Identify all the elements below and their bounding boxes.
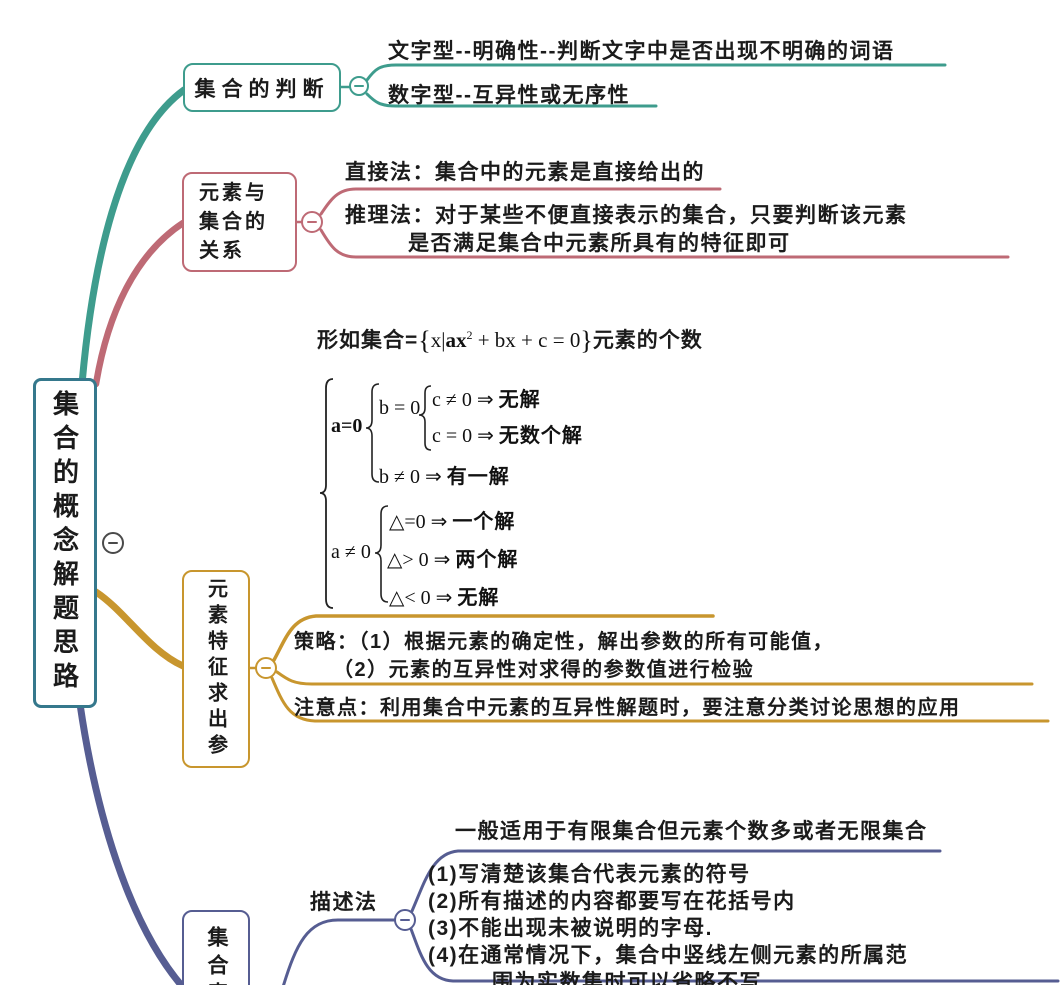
leaf-underline-note — [270, 676, 1050, 723]
minus-icon — [400, 918, 410, 922]
formula-title: 形如集合={x|ax2 + bx + c = 0}元素的个数 — [317, 326, 703, 355]
node-set-judgment[interactable]: 集合的判断 — [183, 63, 341, 112]
formula-row-c-ne: c ≠ 0 ⇒ 无解 — [432, 389, 541, 411]
minus-icon — [108, 541, 118, 545]
formula-case-b0: b = 0 — [379, 397, 421, 419]
formula-row-b-ne: b ≠ 0 ⇒ 有一解 — [379, 466, 510, 488]
node-element-set-relation[interactable]: 元素与 集合的 关系 — [182, 172, 297, 272]
formula-row-d0: △=0 ⇒ 一个解 — [389, 511, 516, 533]
leaf-underline-description-scope — [410, 849, 942, 913]
leaf-number-type[interactable]: 数字型--互异性或无序性 — [388, 84, 630, 107]
leaf-underline-formula — [272, 614, 715, 662]
leaf-underline-inference-method — [319, 228, 1010, 259]
node-element-feature-param-label: 元素特征求出参 — [204, 578, 227, 760]
minus-icon — [354, 84, 364, 88]
branch-curve-set-representation — [76, 700, 186, 985]
collapse-toggle-feature-param[interactable] — [255, 657, 277, 679]
minus-icon — [261, 666, 271, 670]
collapse-toggle-element-relation[interactable] — [301, 211, 323, 233]
leaf-description-rule-1[interactable]: (1)写清楚该集合代表元素的符号 — [428, 863, 751, 886]
leaf-inference-method-line1[interactable]: 推理法：对于某些不便直接表示的集合，只要判断该元素 — [345, 204, 908, 227]
leaf-text-type[interactable]: 文字型--明确性--判断文字中是否出现不明确的词语 — [388, 40, 895, 63]
leaf-description-scope[interactable]: 一般适用于有限集合但元素个数多或者无限集合 — [455, 820, 928, 843]
node-description-method[interactable]: 描述法 — [310, 891, 378, 914]
node-element-set-relation-label: 元素与 集合的 关系 — [199, 181, 268, 262]
node-set-representation-label: 集合表 — [205, 926, 228, 985]
leaf-underline-number-type — [365, 92, 658, 108]
formula-case-a-ne: a ≠ 0 — [331, 541, 371, 563]
root-node[interactable]: 集合的概念解题思路 — [33, 378, 97, 708]
leaf-inference-method-line2[interactable]: 是否满足集合中元素所具有的特征即可 — [408, 232, 791, 255]
leaf-underline-description-rules — [409, 927, 1060, 983]
formula-row-d-neg: △< 0 ⇒ 无解 — [389, 587, 500, 609]
leaf-strategy-line1[interactable]: 策略：（1）根据元素的确定性，解出参数的所有可能值， — [294, 631, 835, 653]
leaf-description-rule-2[interactable]: (2)所有描述的内容都要写在花括号内 — [428, 890, 796, 913]
brace-outer — [319, 378, 334, 609]
leaf-note[interactable]: 注意点：利用集合中元素的互异性解题时，要注意分类讨论思想的应用 — [294, 697, 961, 719]
formula-row-d-pos: △> 0 ⇒ 两个解 — [387, 549, 519, 571]
collapse-toggle-description-method[interactable] — [394, 909, 416, 931]
collapse-toggle-root[interactable] — [102, 532, 124, 554]
brace-b0 — [418, 385, 432, 451]
node-element-feature-param[interactable]: 元素特征求出参 — [182, 570, 250, 768]
leaf-description-rule-3[interactable]: (3)不能出现未被说明的字母. — [428, 917, 713, 940]
connector-description-node — [282, 918, 396, 985]
leaf-direct-method[interactable]: 直接法：集合中的元素是直接给出的 — [345, 161, 705, 184]
branch-curve-feature-param — [92, 588, 187, 670]
node-set-representation[interactable]: 集合表 — [182, 910, 250, 985]
brace-a0 — [365, 383, 380, 483]
leaf-underline-direct-method — [319, 187, 722, 216]
leaf-underline-strategy — [275, 670, 1034, 686]
leaf-description-rule-4-cont[interactable]: 围为实数集时可以省略不写 — [492, 971, 762, 985]
node-set-judgment-label: 集合的判断 — [194, 77, 330, 101]
formula-case-a0: a=0 — [331, 415, 363, 437]
formula-row-c-eq: c = 0 ⇒ 无数个解 — [432, 425, 583, 447]
leaf-strategy-line2[interactable]: （2）元素的互异性对求得的参数值进行检验 — [333, 659, 755, 681]
leaf-underline-text-type — [365, 63, 947, 82]
brace-a-ne — [374, 505, 389, 603]
leaf-description-rule-4[interactable]: (4)在通常情况下，集合中竖线左侧元素的所属范 — [428, 944, 909, 967]
branch-curve-set-judgment — [78, 86, 188, 388]
collapse-toggle-set-judgment[interactable] — [349, 76, 369, 96]
minus-icon — [307, 220, 317, 224]
root-node-label: 集合的概念解题思路 — [49, 390, 80, 696]
branch-curve-element-relation — [92, 219, 187, 388]
